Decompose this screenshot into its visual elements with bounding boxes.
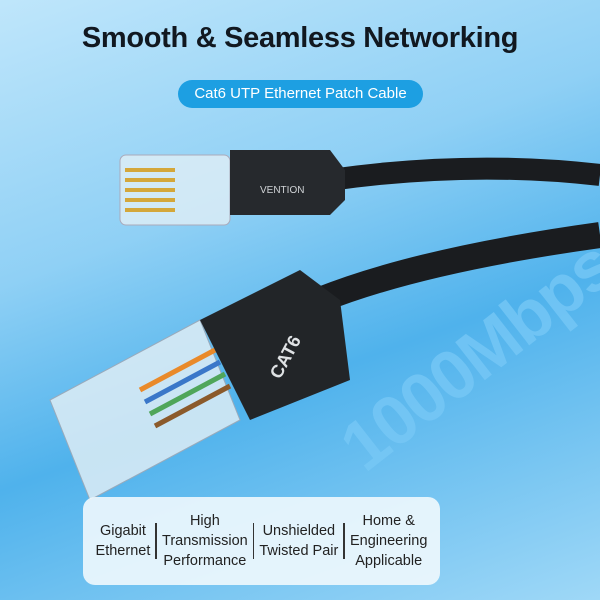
lower-connector: CAT6 bbox=[49, 270, 350, 501]
feature-text: Engineering bbox=[350, 533, 428, 549]
upper-cable bbox=[328, 157, 600, 191]
subtitle-pill: Cat6 UTP Ethernet Patch Cable bbox=[178, 80, 423, 108]
feature-text: Applicable bbox=[355, 553, 423, 569]
feature-text: Gigabit bbox=[99, 523, 146, 539]
feature-text: Twisted Pair bbox=[259, 543, 339, 559]
divider bbox=[252, 523, 255, 559]
lower-cable bbox=[315, 222, 600, 313]
feature-text: Transmission bbox=[162, 533, 248, 549]
brand-logo: VENTION bbox=[260, 185, 304, 196]
upper-connector: VENTION bbox=[119, 150, 345, 226]
feature-text: High bbox=[189, 513, 220, 529]
feature-text: Unshielded bbox=[262, 523, 336, 539]
divider bbox=[343, 523, 345, 559]
feature-text: Home & bbox=[362, 513, 415, 529]
feature-text: Performance bbox=[163, 553, 247, 569]
feature-text: Ethernet bbox=[95, 543, 151, 559]
page-title: Smooth & Seamless Networking bbox=[81, 22, 519, 54]
divider bbox=[155, 523, 157, 559]
